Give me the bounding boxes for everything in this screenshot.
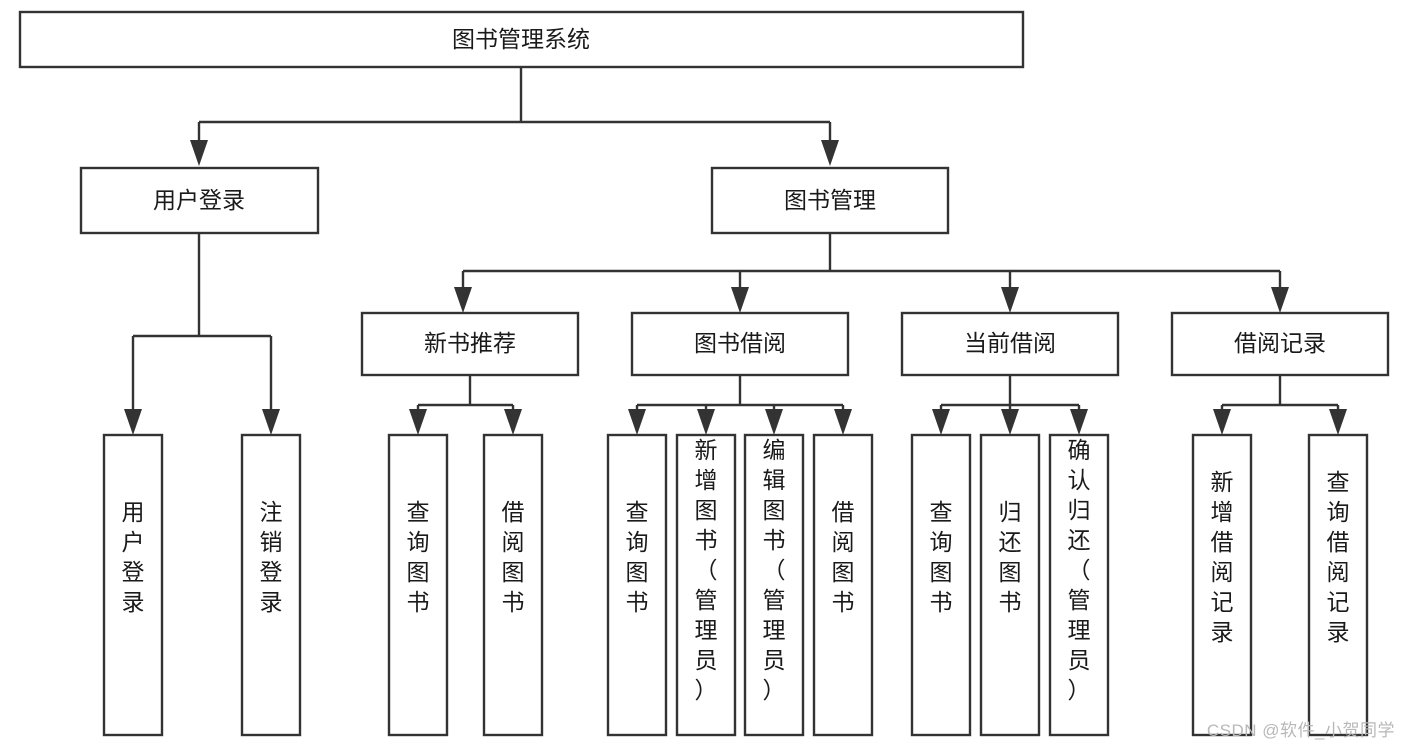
leaf-book-borrow-edit-label: 编辑图书（管理员） <box>763 437 786 703</box>
node-root-system-label: 图书管理系统 <box>452 26 590 52</box>
arrow-root-to-book-manage <box>821 140 839 166</box>
node-user-login-box[interactable] <box>79 166 320 235</box>
arrow-bookborrow-child-3 <box>765 409 783 435</box>
leaf-user-login-login-box[interactable] <box>102 433 164 737</box>
leaf-current-borrow-query-label: 查询图书 <box>930 499 953 615</box>
arrow-bookmanage-to-current <box>1001 287 1019 313</box>
arrow-bookborrow-child-4 <box>834 409 852 435</box>
node-borrow-record[interactable]: 借阅记录 <box>1170 311 1390 377</box>
arrow-bookmanage-to-record <box>1271 287 1289 313</box>
leaf-current-borrow-return-box[interactable] <box>979 433 1041 737</box>
arrow-borrowrecord-child-2 <box>1329 409 1347 435</box>
node-user-login[interactable]: 用户登录 <box>79 166 320 235</box>
leaf-user-login-logout-box[interactable] <box>240 433 302 737</box>
node-new-book-recommend-label: 新书推荐 <box>424 330 516 356</box>
node-current-borrow-label: 当前借阅 <box>964 330 1056 356</box>
arrow-bookmanage-to-new-book <box>454 287 472 313</box>
arrow-userlogin-child-1 <box>124 409 142 435</box>
csdn-watermark: CSDN @软件_小贺同学 <box>1206 721 1395 740</box>
leaf-current-borrow-return[interactable]: 归还图书 <box>979 433 1041 737</box>
arrow-currentborrow-child-3 <box>1070 409 1088 435</box>
leaf-book-borrow-borrow-label: 借阅图书 <box>832 499 855 615</box>
leaf-user-login-login-label: 用户登录 <box>122 499 145 615</box>
leaf-book-borrow-add-box[interactable] <box>675 433 737 737</box>
node-borrow-record-label: 借阅记录 <box>1234 330 1326 356</box>
leaf-current-borrow-return-label: 归还图书 <box>999 499 1022 615</box>
arrow-bookborrow-child-1 <box>628 409 646 435</box>
arrow-currentborrow-child-2 <box>1001 409 1019 435</box>
leaf-book-borrow-query[interactable]: 查询图书 <box>606 433 668 737</box>
node-root-system[interactable]: 图书管理系统 <box>18 10 1025 69</box>
leaf-borrow-record-query-label: 查询借阅记录 <box>1327 469 1350 645</box>
arrow-root-to-user-login <box>190 140 208 166</box>
node-current-borrow[interactable]: 当前借阅 <box>900 311 1120 377</box>
leaf-current-borrow-query[interactable]: 查询图书 <box>910 433 972 737</box>
arrow-borrowrecord-child-1 <box>1213 409 1231 435</box>
node-book-borrow-box[interactable] <box>630 311 850 377</box>
leaf-borrow-record-add-label: 新增借阅记录 <box>1211 469 1234 645</box>
leaf-new-book-borrow[interactable]: 借阅图书 <box>482 433 544 737</box>
node-user-login-label: 用户登录 <box>153 187 245 213</box>
leaf-new-book-query-box[interactable] <box>387 433 449 737</box>
arrow-newbook-child-1 <box>409 409 427 435</box>
arrow-bookborrow-child-2 <box>697 409 715 435</box>
arrow-currentborrow-child-1 <box>932 409 950 435</box>
leaf-borrow-record-add-box[interactable] <box>1191 433 1253 737</box>
leaf-new-book-borrow-label: 借阅图书 <box>502 499 525 615</box>
arrow-userlogin-child-2 <box>262 409 280 435</box>
leaf-book-borrow-edit-box[interactable] <box>743 433 805 737</box>
leaf-current-borrow-query-box[interactable] <box>910 433 972 737</box>
leaf-current-borrow-confirm-label: 确认归还（管理员） <box>1068 437 1091 703</box>
arrow-bookmanage-to-borrow <box>731 287 749 313</box>
leaf-book-borrow-query-box[interactable] <box>606 433 668 737</box>
node-book-management-box[interactable] <box>710 166 950 235</box>
node-book-management-label: 图书管理 <box>784 187 876 213</box>
leaf-book-borrow-add[interactable]: 新增图书（管理员） <box>675 433 737 737</box>
leaf-user-login-logout[interactable]: 注销登录 <box>240 433 302 737</box>
connector-layer <box>124 67 1347 435</box>
leaf-current-borrow-confirm[interactable]: 确认归还（管理员） <box>1048 433 1110 737</box>
leaf-book-borrow-query-label: 查询图书 <box>626 499 649 615</box>
leaf-borrow-record-add[interactable]: 新增借阅记录 <box>1191 433 1253 737</box>
node-current-borrow-box[interactable] <box>900 311 1120 377</box>
leaf-book-borrow-borrow-box[interactable] <box>812 433 874 737</box>
leaf-borrow-record-query-box[interactable] <box>1307 433 1369 737</box>
node-new-book-recommend-box[interactable] <box>360 311 580 377</box>
leaf-book-borrow-add-label: 新增图书（管理员） <box>695 437 718 703</box>
node-book-borrow-label: 图书借阅 <box>694 330 786 356</box>
leaf-new-book-query-label: 查询图书 <box>407 499 430 615</box>
leaf-user-login-login[interactable]: 用户登录 <box>102 433 164 737</box>
node-book-borrow[interactable]: 图书借阅 <box>630 311 850 377</box>
node-book-management[interactable]: 图书管理 <box>710 166 950 235</box>
node-root-system-box[interactable] <box>18 10 1025 69</box>
leaf-new-book-query[interactable]: 查询图书 <box>387 433 449 737</box>
leaf-book-borrow-edit[interactable]: 编辑图书（管理员） <box>743 433 805 737</box>
node-borrow-record-box[interactable] <box>1170 311 1390 377</box>
leaf-user-login-logout-label: 注销登录 <box>260 499 283 615</box>
node-new-book-recommend[interactable]: 新书推荐 <box>360 311 580 377</box>
leaf-current-borrow-confirm-box[interactable] <box>1048 433 1110 737</box>
leaf-borrow-record-query[interactable]: 查询借阅记录 <box>1307 433 1369 737</box>
leaf-book-borrow-borrow[interactable]: 借阅图书 <box>812 433 874 737</box>
leaf-new-book-borrow-box[interactable] <box>482 433 544 737</box>
arrow-newbook-child-2 <box>504 409 522 435</box>
